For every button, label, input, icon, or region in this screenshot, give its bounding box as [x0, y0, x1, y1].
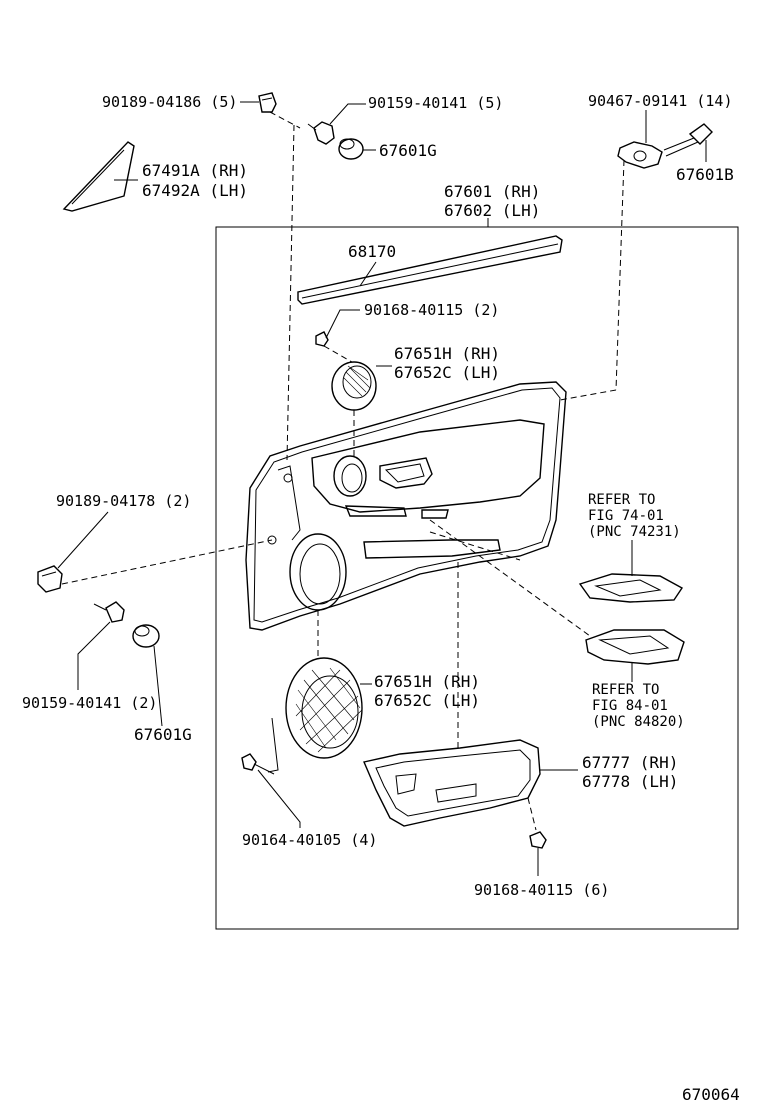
- clip-90189-04186: [258, 92, 277, 113]
- weatherstrip-68170: [297, 235, 563, 305]
- label-67492a: 67492A (LH): [142, 181, 248, 200]
- screw-67601b: [663, 123, 713, 157]
- figure-number: 670064: [682, 1085, 740, 1104]
- clip-90189-04178: [37, 565, 63, 593]
- screw-90164-40105: [241, 753, 275, 775]
- label-67651h-bottom: 67651H (RH): [374, 672, 480, 691]
- label-refer-bot-3: (PNC 84820): [592, 714, 685, 730]
- label-67601: 67601 (RH): [444, 182, 540, 201]
- label-90168-40115-bottom: 90168-40115 (6): [474, 881, 609, 899]
- label-refer-top-1: REFER TO: [588, 492, 655, 508]
- clip-90168-40115-top: [315, 331, 329, 347]
- triangle-cover-67491a: [62, 141, 135, 212]
- label-90159-40141-left: 90159-40141 (2): [22, 694, 157, 712]
- screw-90159-40141-left: [93, 601, 125, 623]
- label-90189-04186: 90189-04186 (5): [102, 93, 237, 111]
- label-67491a: 67491A (RH): [142, 161, 248, 180]
- switch-bezel-74231: [578, 573, 684, 603]
- label-refer-bot-1: REFER TO: [592, 682, 659, 698]
- speaker-grille-top: [331, 361, 377, 411]
- label-90467-09141: 90467-09141 (14): [588, 92, 733, 110]
- label-refer-bot-2: FIG 84-01: [592, 698, 668, 714]
- armrest-67777: [363, 739, 541, 827]
- clip-90467-09141: [617, 141, 663, 169]
- door-trim-panel: [245, 381, 567, 631]
- label-refer-top-3: (PNC 74231): [588, 524, 681, 540]
- label-67652c-bottom: 67652C (LH): [374, 691, 480, 710]
- label-67651h-top: 67651H (RH): [394, 344, 500, 363]
- screw-90159-40141-top: [307, 121, 335, 145]
- grommet-67601g-top: [338, 138, 364, 160]
- label-refer-top-2: FIG 74-01: [588, 508, 664, 524]
- label-90164-40105: 90164-40105 (4): [242, 831, 377, 849]
- grommet-67601g-left: [132, 624, 160, 648]
- screw-90168-40115-bottom: [529, 831, 547, 849]
- label-90159-40141-top: 90159-40141 (5): [368, 94, 503, 112]
- label-67602: 67602 (LH): [444, 201, 540, 220]
- label-67601g-left: 67601G: [134, 725, 192, 744]
- label-90189-04178: 90189-04178 (2): [56, 492, 191, 510]
- label-67601b: 67601B: [676, 165, 734, 184]
- label-67601g-top: 67601G: [379, 141, 437, 160]
- label-68170: 68170: [348, 242, 396, 261]
- switch-bezel-84820: [585, 629, 685, 665]
- label-90168-40115-top: 90168-40115 (2): [364, 301, 499, 319]
- assembly-frame: [215, 226, 739, 930]
- label-67777: 67777 (RH): [582, 753, 678, 772]
- label-67778: 67778 (LH): [582, 772, 678, 791]
- speaker-grille-lower: [285, 657, 363, 759]
- label-67652c-top: 67652C (LH): [394, 363, 500, 382]
